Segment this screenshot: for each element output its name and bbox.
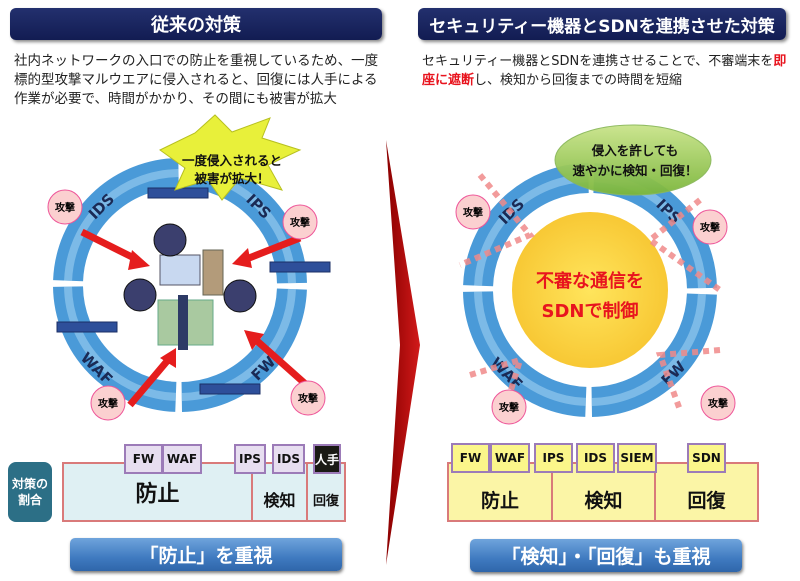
attack-label: 攻撃	[290, 216, 310, 229]
desc-emphasis: 即	[773, 54, 787, 69]
blocked-attack-arrows	[458, 173, 722, 412]
tag-fw: FW	[451, 443, 490, 473]
attack-label: 攻撃	[298, 392, 318, 405]
desc-line: 社内ネットワークの入口での防止を重視しているため、一度	[14, 53, 379, 69]
transition-arrow	[386, 140, 420, 565]
attack-label: 攻撃	[98, 397, 118, 410]
center-text: 不審な通信を	[536, 270, 644, 292]
recovery-callout	[554, 124, 712, 196]
attack-label: 攻撃	[499, 401, 519, 414]
tag-ips: IPS	[534, 443, 573, 473]
tag-ids: IDS	[576, 443, 615, 473]
ratio-label-line: 割合	[17, 493, 42, 507]
right-title: セキュリティー機器とSDNを連携させた対策	[418, 8, 786, 40]
attack-arrows	[80, 228, 313, 408]
tag-fw: FW	[124, 444, 163, 474]
tag-siem: SIEM	[617, 443, 657, 473]
left-title: 従来の対策	[10, 8, 382, 40]
damage-callout-burst	[159, 114, 302, 201]
ratio-label-line: 対策の	[11, 477, 48, 491]
recovery-callout-text: 速やかに検知・回復！	[572, 163, 697, 178]
left-attack-bursts: 攻撃 攻撃 攻撃 攻撃	[47, 189, 326, 421]
tag-waf: WAF	[162, 444, 202, 474]
recovery-callout-text: 侵入を許しても	[591, 143, 679, 158]
desc-line: 標的型攻撃マルウエアに侵入されると、回復には人手による	[14, 72, 378, 88]
desc-text: し、検知から回復までの時間を短縮	[474, 73, 683, 88]
right-summary-button: 「検知」・「回復」も重視	[470, 539, 742, 572]
tag-manual: 人手	[313, 444, 341, 474]
desc-emphasis: 座に遮断	[422, 73, 475, 88]
sdn-control-circle	[512, 212, 668, 368]
damage-callout-text: 被害が拡大！	[194, 171, 269, 186]
tag-sdn: SDN	[687, 443, 726, 473]
office-scene	[157, 249, 224, 350]
desc-text: セキュリティー機器とSDNを連携させることで、不審端末を	[422, 54, 774, 69]
attack-label: 攻撃	[463, 206, 483, 219]
appliance-icons	[56, 187, 331, 395]
center-text: SDNで制御	[542, 300, 639, 322]
attack-label: 攻撃	[708, 397, 728, 410]
left-description: 社内ネットワークの入口での防止を重視しているため、一度 標的型攻撃マルウエアに侵…	[14, 52, 394, 109]
ratio-label: 対策の割合	[8, 462, 52, 522]
attack-label: 攻撃	[55, 201, 75, 214]
right-description: セキュリティー機器とSDNを連携させることで、不審端末を即 座に遮断し、検知から…	[422, 52, 792, 90]
tag-waf: WAF	[490, 443, 530, 473]
tag-ids: IDS	[272, 444, 305, 474]
left-summary-button: 「防止」を重視	[70, 538, 342, 571]
malware-icons	[123, 223, 257, 313]
right-attack-bursts: 攻撃 攻撃 攻撃 攻撃	[455, 194, 736, 425]
desc-line: 作業が必要で、時間がかかり、その間にも被害が拡大	[14, 91, 337, 107]
tag-ips: IPS	[234, 444, 266, 474]
attack-label: 攻撃	[700, 221, 720, 234]
damage-callout-text: 一度侵入されると	[182, 153, 282, 168]
